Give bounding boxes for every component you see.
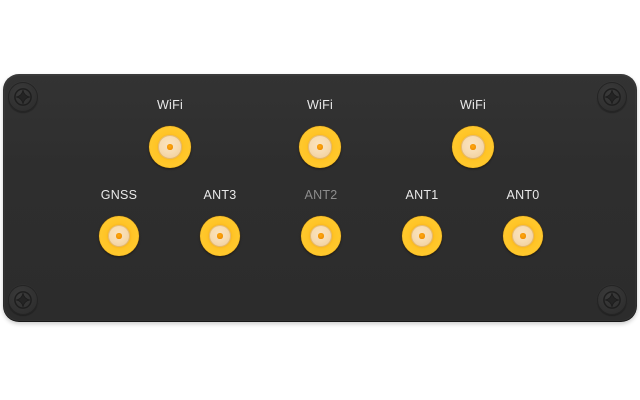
port-label-wifi-3: WiFi xyxy=(460,98,486,112)
connector-ant0[interactable] xyxy=(503,216,543,256)
port-label-ant2: ANT2 xyxy=(304,188,338,202)
screw-star-recess-icon xyxy=(14,88,32,106)
port-group-wifi-3[interactable]: WiFi xyxy=(452,98,494,168)
port-group-ant1[interactable]: ANT1 xyxy=(402,188,442,256)
port-group-ant0[interactable]: ANT0 xyxy=(503,188,543,256)
port-group-wifi-1[interactable]: WiFi xyxy=(149,98,191,168)
port-label-ant0: ANT0 xyxy=(506,188,540,202)
port-group-ant3[interactable]: ANT3 xyxy=(200,188,240,256)
port-label-ant1: ANT1 xyxy=(405,188,439,202)
port-label-gnss: GNSS xyxy=(100,188,138,202)
connector-wifi-1[interactable] xyxy=(149,126,191,168)
screw-bottom-left[interactable] xyxy=(8,285,38,315)
screw-top-right[interactable] xyxy=(597,82,627,112)
connector-ant3[interactable] xyxy=(200,216,240,256)
connector-ant2[interactable] xyxy=(301,216,341,256)
device-front-panel xyxy=(3,74,637,322)
screw-star-recess-icon xyxy=(603,88,621,106)
port-group-ant2[interactable]: ANT2 xyxy=(301,188,341,256)
screw-star-recess-icon xyxy=(603,291,621,309)
connector-wifi-3[interactable] xyxy=(452,126,494,168)
port-label-wifi-2: WiFi xyxy=(307,98,333,112)
connector-gnss[interactable] xyxy=(99,216,139,256)
screw-bottom-right[interactable] xyxy=(597,285,627,315)
port-group-gnss[interactable]: GNSS xyxy=(99,188,139,256)
screw-top-left[interactable] xyxy=(8,82,38,112)
port-label-wifi-1: WiFi xyxy=(157,98,183,112)
connector-wifi-2[interactable] xyxy=(299,126,341,168)
port-group-wifi-2[interactable]: WiFi xyxy=(299,98,341,168)
port-label-ant3: ANT3 xyxy=(203,188,237,202)
connector-ant1[interactable] xyxy=(402,216,442,256)
screw-star-recess-icon xyxy=(14,291,32,309)
